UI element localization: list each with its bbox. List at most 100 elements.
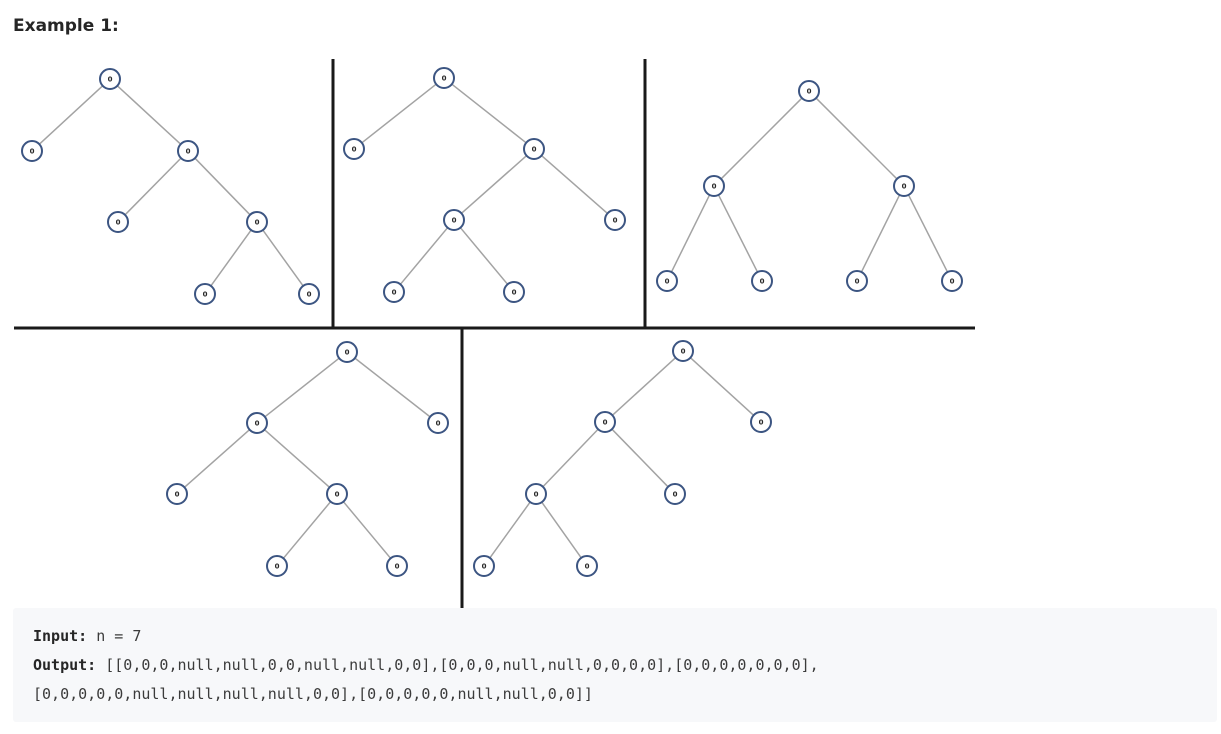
node-value-label: 0	[534, 491, 539, 499]
tree-5-node: 0	[594, 411, 616, 433]
node-circle	[99, 68, 121, 90]
node-circle	[443, 209, 465, 231]
tree-2-node: 0	[433, 67, 455, 89]
node-value-label: 0	[673, 491, 678, 499]
node-value-label: 0	[275, 563, 280, 571]
tree-2-edge	[451, 83, 527, 144]
node-value-label: 0	[255, 420, 260, 428]
tree-3-node: 0	[893, 175, 915, 197]
node-circle	[246, 211, 268, 233]
tree-3-edge	[860, 194, 901, 273]
node-circle	[386, 555, 408, 577]
tree-1-node: 0	[21, 140, 43, 162]
tree-3-edge	[717, 194, 759, 273]
node-circle	[473, 555, 495, 577]
node-value-label: 0	[203, 291, 208, 299]
node-circle	[21, 140, 43, 162]
node-value-label: 0	[436, 420, 441, 428]
node-value-label: 0	[603, 419, 608, 427]
node-circle	[503, 281, 525, 303]
node-circle	[107, 211, 129, 233]
tree-5-node: 0	[664, 483, 686, 505]
tree-1-node: 0	[107, 211, 129, 233]
tree-4-node: 0	[386, 555, 408, 577]
tree-2-node: 0	[523, 138, 545, 160]
tree-edges	[38, 83, 949, 559]
node-value-label: 0	[665, 278, 670, 286]
tree-3-node: 0	[941, 270, 963, 292]
node-value-label: 0	[760, 278, 765, 286]
tree-5-node: 0	[576, 555, 598, 577]
node-value-label: 0	[712, 183, 717, 191]
tree-5-node: 0	[525, 483, 547, 505]
tree-4-edge	[342, 501, 392, 559]
node-circle	[336, 341, 358, 363]
node-circle	[751, 270, 773, 292]
node-circle	[750, 411, 772, 433]
tree-1-node: 0	[99, 68, 121, 90]
node-value-label: 0	[345, 349, 350, 357]
tree-5-edge	[611, 428, 669, 488]
node-value-label: 0	[512, 289, 517, 297]
tree-4-edge	[354, 357, 431, 418]
tree-1-edge	[210, 229, 252, 287]
tree-4-edge	[263, 429, 331, 488]
tree-4-node: 0	[326, 483, 348, 505]
tree-4-node: 0	[336, 341, 358, 363]
tree-3-node: 0	[703, 175, 725, 197]
tree-2-edge	[361, 83, 437, 144]
tree-5-edge	[611, 357, 677, 416]
node-value-label: 0	[108, 76, 113, 84]
node-value-label: 0	[307, 291, 312, 299]
node-circle	[266, 555, 288, 577]
node-circle	[177, 140, 199, 162]
tree-5-edge	[541, 501, 582, 559]
tree-4-node: 0	[166, 483, 188, 505]
node-circle	[166, 483, 188, 505]
tree-3-edge	[670, 194, 711, 273]
node-value-label: 0	[482, 563, 487, 571]
node-circle	[326, 483, 348, 505]
tree-3-node: 0	[751, 270, 773, 292]
tree-5-node: 0	[672, 340, 694, 362]
tree-1-edge	[194, 157, 251, 216]
example-io-block: Input: n = 7 Output: [[0,0,0,null,null,0…	[13, 608, 1217, 722]
node-value-label: 0	[175, 491, 180, 499]
tree-1-node: 0	[177, 140, 199, 162]
node-circle	[846, 270, 868, 292]
node-circle	[656, 270, 678, 292]
node-circle	[893, 175, 915, 197]
tree-2-edge	[541, 155, 608, 214]
node-value-label: 0	[950, 278, 955, 286]
tree-2-node: 0	[443, 209, 465, 231]
node-circle	[523, 138, 545, 160]
tree-2-node: 0	[383, 281, 405, 303]
node-value-label: 0	[392, 289, 397, 297]
node-value-label: 0	[116, 219, 121, 227]
node-value-label: 0	[613, 217, 618, 225]
tree-4-edge	[264, 357, 340, 418]
example-heading: Example 1:	[13, 16, 119, 36]
node-circle	[525, 483, 547, 505]
node-circle	[672, 340, 694, 362]
tree-3-edge	[815, 97, 898, 180]
node-circle	[433, 67, 455, 89]
output-value-line-2: [0,0,0,0,0,null,null,null,null,0,0],[0,0…	[33, 685, 593, 703]
node-circle	[298, 283, 320, 305]
tree-1-node: 0	[194, 283, 216, 305]
tree-2-edge	[459, 227, 509, 285]
tree-5-edge	[689, 357, 755, 416]
output-value-line-1: [[0,0,0,null,null,0,0,null,null,0,0],[0,…	[105, 656, 819, 674]
tree-1-edge	[38, 85, 104, 145]
output-line-continued: [0,0,0,0,0,null,null,null,null,0,0],[0,0…	[33, 680, 1197, 709]
tree-4-node: 0	[246, 412, 268, 434]
tree-5-node: 0	[750, 411, 772, 433]
tree-3-edge	[907, 194, 949, 273]
node-circle	[703, 175, 725, 197]
tree-2-node: 0	[604, 209, 626, 231]
input-line: Input: n = 7	[33, 622, 1197, 651]
output-line: Output: [[0,0,0,null,null,0,0,null,null,…	[33, 651, 1197, 680]
node-value-label: 0	[585, 563, 590, 571]
